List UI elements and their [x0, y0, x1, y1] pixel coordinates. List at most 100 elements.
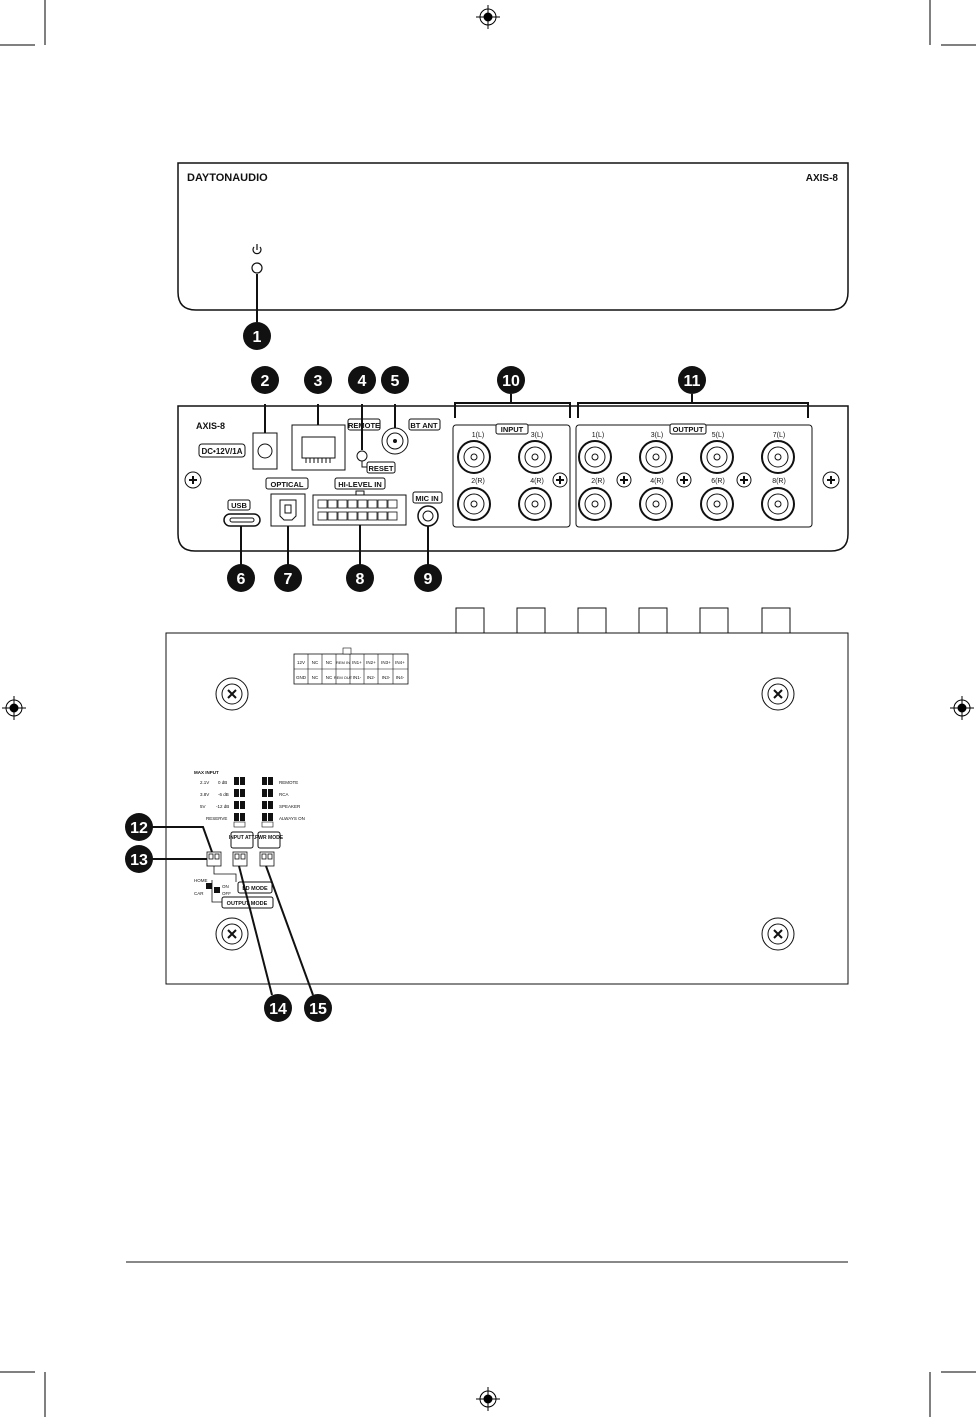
reset-label: RESET [368, 464, 393, 473]
pwr-mode-jumper-diagram [261, 777, 274, 828]
pin-label: IN1+ [352, 660, 362, 665]
mic-in-label-box [412, 491, 443, 504]
front-model-label: AXIS-8 [806, 173, 839, 184]
car-label: CAR [194, 891, 204, 896]
jumper-headers[interactable] [206, 851, 275, 867]
reset-button[interactable] [356, 450, 368, 462]
input-att-jumper-diagram [233, 777, 246, 828]
max-input-db: 0 dB [218, 780, 227, 785]
output-channel-label: 1(L) [592, 432, 604, 439]
pin-label: IN2+ [366, 660, 376, 665]
dc-power-jack[interactable] [252, 432, 278, 470]
optical-port[interactable] [270, 493, 306, 527]
screw-icon [184, 471, 840, 489]
ethernet-port[interactable] [291, 424, 346, 471]
input-channel-label: 3(L) [531, 432, 543, 439]
max-input-voltage: 3.8V [200, 792, 209, 797]
output-channel-label: 4(R) [650, 478, 664, 485]
rear-model-label: AXIS-8 [196, 421, 225, 431]
bt-ant-label: BT ANT [410, 421, 438, 430]
output-label: OUTPUT [673, 425, 704, 434]
registration-mark-top [476, 5, 500, 29]
pwr-mode-option: REMOTE [279, 780, 298, 785]
registration-mark-bottom [476, 1387, 500, 1411]
max-input-voltage: 5V [200, 804, 206, 809]
input-att-label: INPUT ATT. [229, 835, 256, 841]
dc-label: DC•12V/1A [201, 447, 242, 456]
on-label: ON [222, 884, 229, 889]
rca-tabs [455, 607, 791, 634]
optical-label-box [265, 477, 309, 490]
callout-badge-2: 2 [251, 366, 279, 394]
power-led [251, 262, 263, 274]
callout-badge-12: 12 [125, 813, 153, 841]
input-channel-label: 1(L) [472, 432, 484, 439]
pin-label: REM OUT [334, 675, 353, 680]
svg-text:6: 6 [237, 571, 246, 588]
ld-mode-label-box [237, 881, 273, 894]
pin-label: NC [326, 675, 333, 680]
hi-level-connector[interactable] [312, 494, 407, 526]
svg-text:3: 3 [314, 373, 323, 390]
output-mode-label: OUTPUT MODE [227, 901, 268, 907]
reset-label-box [366, 461, 396, 474]
rear-panel: AXIS-8 DC•12V/1A REMOTE RESET BT ANT [177, 394, 849, 566]
max-input-voltage: 2.1V [200, 780, 209, 785]
input-channel-label: 2(R) [471, 478, 485, 485]
input-label: INPUT [501, 425, 524, 434]
pin-label: IN4+ [395, 660, 405, 665]
output-channel-label: 7(L) [773, 432, 785, 439]
usb-c-port[interactable] [223, 513, 261, 527]
svg-text:11: 11 [684, 373, 701, 390]
rca-output-jacks[interactable] [578, 440, 795, 521]
screw-icon [552, 472, 568, 488]
svg-text:14: 14 [269, 1001, 287, 1018]
pin-label: NC [326, 660, 333, 665]
usb-label-box [227, 499, 251, 511]
callout-badge-9: 9 [414, 564, 442, 592]
callout-badges: 1 2 3 4 5 10 11 6 7 8 9 12 13 14 15 [125, 322, 706, 1022]
callout-badge-1: 1 [243, 322, 271, 350]
rca-input-jacks[interactable] [457, 440, 552, 521]
pin-label: IN3+ [381, 660, 391, 665]
registration-mark-right [950, 696, 974, 720]
home-label: HOME [194, 878, 208, 883]
callout-badge-15: 15 [304, 994, 332, 1022]
input-att-label-box [230, 831, 254, 849]
pin-label: NC [312, 660, 319, 665]
input-channel-label: 4(R) [530, 478, 544, 485]
svg-text:12: 12 [130, 820, 148, 837]
input-label-box [495, 423, 529, 435]
callout-line-14 [238, 865, 273, 996]
callout-badge-13: 13 [125, 845, 153, 873]
pwr-mode-option: RCA [279, 792, 289, 797]
callout-badge-5: 5 [381, 366, 409, 394]
remote-label-box [347, 418, 381, 431]
pwr-mode-option: ALWAYS ON [279, 816, 305, 821]
max-input-title: MAX INPUT [194, 770, 219, 775]
output-channel-label: 6(R) [711, 478, 725, 485]
svg-text:2: 2 [261, 373, 270, 390]
pwr-mode-label: PWR MODE [255, 835, 284, 841]
output-label-box [669, 423, 707, 435]
svg-text:8: 8 [356, 571, 365, 588]
svg-text:5: 5 [391, 373, 400, 390]
off-label: OFF [222, 891, 231, 896]
max-input-db: -6 dB [218, 792, 229, 797]
front-panel: DAYTONAUDIO AXIS-8 [177, 162, 849, 322]
svg-text:13: 13 [130, 852, 148, 869]
callout-line-15 [265, 865, 314, 996]
brand-logo: DAYTONAUDIO [187, 172, 268, 184]
callout-line-12 [152, 826, 213, 853]
callout-badge-8: 8 [346, 564, 374, 592]
mic-in-jack[interactable] [417, 505, 439, 527]
output-channel-label: 2(R) [591, 478, 605, 485]
pin-label: IN4- [396, 675, 405, 680]
hi-level-label: HI-LEVEL IN [338, 480, 382, 489]
optical-label: OPTICAL [271, 480, 304, 489]
svg-text:7: 7 [284, 571, 293, 588]
callout-badge-11: 11 [678, 366, 706, 394]
usb-label: USB [231, 501, 247, 510]
